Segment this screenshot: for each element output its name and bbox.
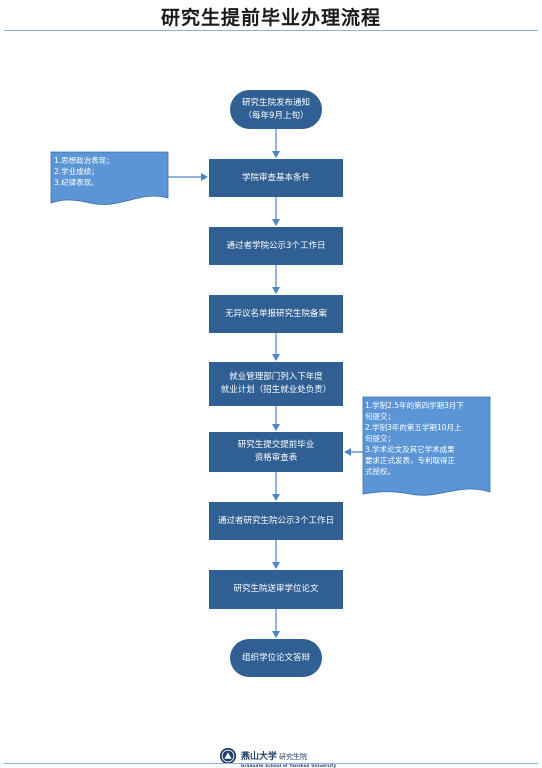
university-name: 燕山大学: [241, 752, 278, 762]
footer-divider: [4, 763, 538, 764]
left-note-text: 1.思想政治表现； 2.学业成绩； 3.纪律表现。: [54, 156, 114, 187]
step-thesis-review: 研究生院送审学位论文: [209, 570, 343, 609]
department-name: 研究生院: [279, 753, 308, 761]
end-node: 组织学位论文答辩: [230, 639, 322, 677]
left-note-document: [50, 151, 169, 205]
english-name: Graduate School of Yanshan University: [241, 763, 337, 768]
start-node: 研究生院发布通知 （每年9月上旬）: [230, 90, 322, 129]
footer-logo: 燕山大学研究生院 Graduate School of Yanshan Univ…: [219, 744, 336, 768]
step-school-review: 学院审查基本条件: [209, 159, 343, 197]
right-note-document: [362, 396, 491, 496]
step-file-list: 无异议名单报研究生院备案: [209, 295, 343, 333]
right-note-text: 1.学制2.5年的第四学期3月下 旬提交； 2.学制3年的第五学期10月上 旬提…: [365, 401, 464, 476]
step-school-publicity: 通过者学院公示3个工作日: [209, 227, 343, 265]
step-graduate-publicity: 通过者研究生院公示3个工作日: [209, 502, 343, 540]
title-divider: [4, 30, 538, 31]
page-title: 研究生提前毕业办理流程: [160, 7, 381, 29]
step-submit-form: 研究生提交提前毕业 资格审查表: [209, 432, 343, 472]
university-emblem-icon: [219, 747, 237, 765]
step-employment-plan: 就业管理部门列入下年度 就业计划（招生就业处负责）: [209, 362, 343, 406]
